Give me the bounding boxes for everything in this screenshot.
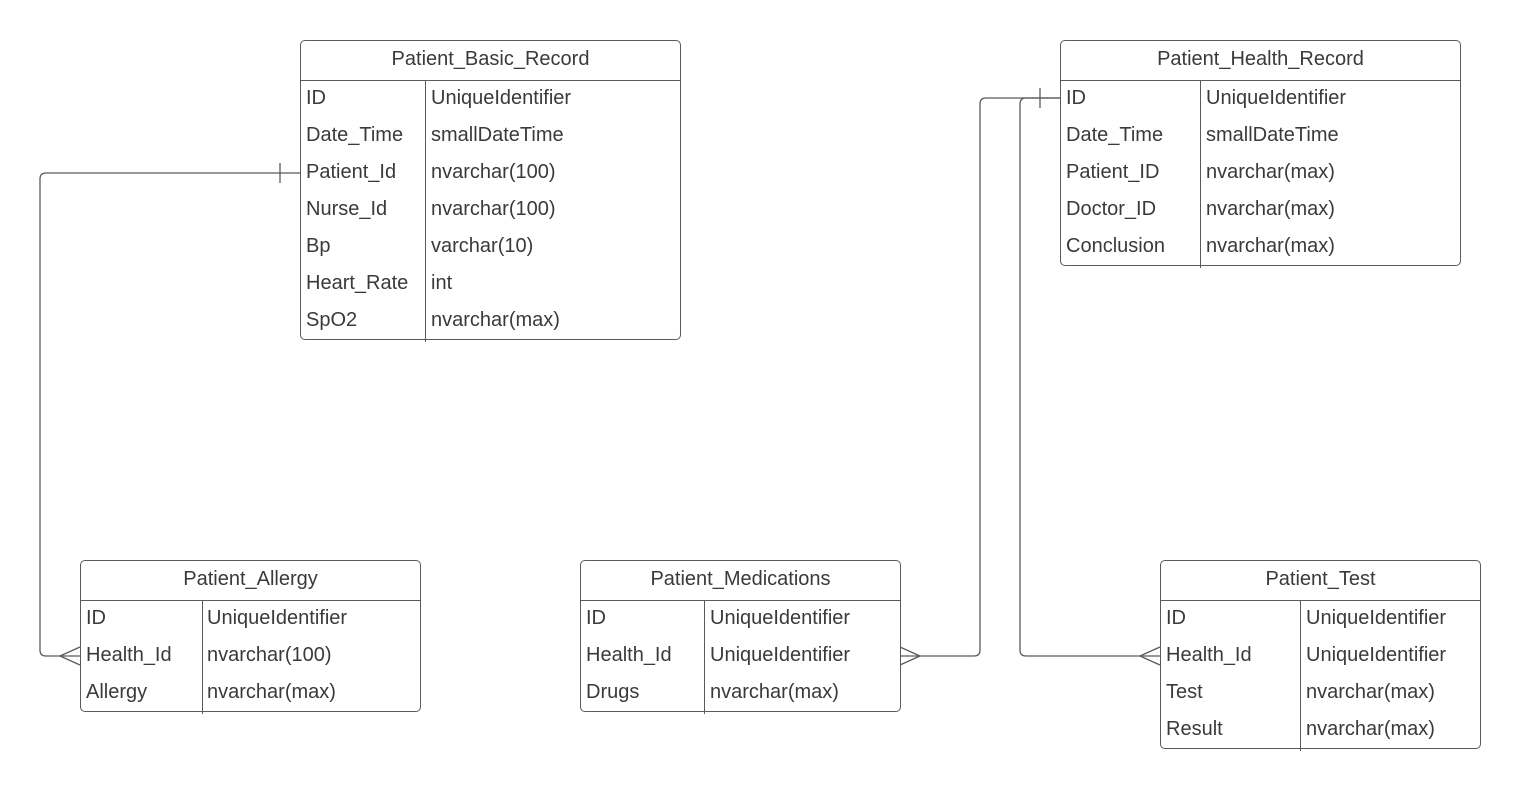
field-row-date-time[interactable]: Date_Time smallDateTime: [1061, 120, 1460, 157]
field-row-conclusion[interactable]: Conclusion nvarchar(max): [1061, 231, 1460, 268]
field-type: nvarchar(max): [1206, 198, 1335, 220]
field-name: SpO2: [306, 309, 358, 331]
field-row-nurse-id[interactable]: Nurse_Id nvarchar(100): [301, 194, 680, 231]
field-type: UniqueIdentifier: [1306, 607, 1447, 629]
field-name: ID: [306, 87, 326, 109]
field-type: smallDateTime: [431, 124, 564, 146]
field-type: nvarchar(max): [1206, 235, 1335, 257]
relationship-line-health-to-test[interactable]: [1019, 97, 1160, 657]
field-row-doctor-id[interactable]: Doctor_ID nvarchar(max): [1061, 194, 1460, 231]
many-marker-test: [1138, 646, 1161, 666]
field-type: nvarchar(max): [1206, 161, 1335, 183]
field-name: ID: [586, 607, 606, 629]
field-row-health-id[interactable]: Health_Id UniqueIdentifier: [581, 640, 900, 677]
field-name: Allergy: [86, 681, 148, 703]
field-row-drugs[interactable]: Drugs nvarchar(max): [581, 677, 900, 714]
entity-fields: ID UniqueIdentifier Date_Time smallDateTim…: [301, 81, 680, 342]
field-type: UniqueIdentifier: [431, 87, 572, 109]
entity-title: Patient_Health_Record: [1061, 41, 1460, 81]
field-type: nvarchar(max): [1306, 718, 1435, 740]
column-divider: [1300, 601, 1301, 751]
field-type: nvarchar(max): [431, 309, 560, 331]
field-name: ID: [1066, 87, 1086, 109]
field-name: Patient_ID: [1066, 161, 1160, 183]
field-name: Bp: [306, 235, 331, 257]
field-name: Nurse_Id: [306, 198, 388, 220]
field-name: Health_Id: [586, 644, 672, 666]
field-row-id[interactable]: ID UniqueIdentifier: [1161, 603, 1480, 640]
field-name: Health_Id: [86, 644, 172, 666]
field-name: ID: [1166, 607, 1186, 629]
field-row-result[interactable]: Result nvarchar(max): [1161, 714, 1480, 751]
field-type: smallDateTime: [1206, 124, 1339, 146]
relationship-line-health-to-meds[interactable]: [900, 97, 1060, 657]
field-row-spo2[interactable]: SpO2 nvarchar(max): [301, 305, 680, 342]
field-type: nvarchar(max): [710, 681, 839, 703]
field-row-health-id[interactable]: Health_Id nvarchar(100): [81, 640, 420, 677]
many-marker-meds: [899, 646, 922, 666]
field-row-allergy[interactable]: Allergy nvarchar(max): [81, 677, 420, 714]
field-name: Patient_Id: [306, 161, 397, 183]
field-name: Doctor_ID: [1066, 198, 1157, 220]
field-row-patient-id[interactable]: Patient_Id nvarchar(100): [301, 157, 680, 194]
entity-patient-test[interactable]: Patient_Test ID UniqueIdentifier Health_I…: [1160, 560, 1481, 751]
field-row-heart-rate[interactable]: Heart_Rate int: [301, 268, 680, 305]
entity-patient-basic-record[interactable]: Patient_Basic_Record ID UniqueIdentifier …: [300, 40, 681, 342]
field-name: Result: [1166, 718, 1223, 740]
field-type: UniqueIdentifier: [1306, 644, 1447, 666]
entity-patient-allergy[interactable]: Patient_Allergy ID UniqueIdentifier Healt…: [80, 560, 421, 714]
field-type: UniqueIdentifier: [710, 644, 851, 666]
entity-title: Patient_Medications: [581, 561, 900, 601]
field-type: UniqueIdentifier: [710, 607, 851, 629]
field-row-bp[interactable]: Bp varchar(10): [301, 231, 680, 268]
field-name: Test: [1166, 681, 1203, 703]
field-name: Health_Id: [1166, 644, 1252, 666]
field-name: ID: [86, 607, 106, 629]
field-row-date-time[interactable]: Date_Time smallDateTime: [301, 120, 680, 157]
field-name: Drugs: [586, 681, 640, 703]
field-type: nvarchar(100): [207, 644, 332, 666]
many-marker-allergy: [58, 646, 81, 666]
field-type: nvarchar(100): [431, 198, 556, 220]
field-type: int: [431, 272, 453, 294]
entity-title: Patient_Allergy: [81, 561, 420, 601]
field-row-id[interactable]: ID UniqueIdentifier: [1061, 83, 1460, 120]
entity-fields: ID UniqueIdentifier Health_Id UniqueIdenti…: [1161, 601, 1480, 751]
field-row-health-id[interactable]: Health_Id UniqueIdentifier: [1161, 640, 1480, 677]
entity-fields: ID UniqueIdentifier Health_Id UniqueIdenti…: [581, 601, 900, 714]
field-name: Conclusion: [1066, 235, 1165, 257]
field-name: Heart_Rate: [306, 272, 409, 294]
entity-fields: ID UniqueIdentifier Date_Time smallDateTim…: [1061, 81, 1460, 268]
entity-fields: ID UniqueIdentifier Health_Id nvarchar(100…: [81, 601, 420, 714]
column-divider: [704, 601, 705, 714]
field-type: UniqueIdentifier: [207, 607, 348, 629]
field-name: Date_Time: [1066, 124, 1164, 146]
field-row-patient-id[interactable]: Patient_ID nvarchar(max): [1061, 157, 1460, 194]
field-type: varchar(10): [431, 235, 534, 257]
field-row-id[interactable]: ID UniqueIdentifier: [581, 603, 900, 640]
column-divider: [425, 81, 426, 342]
column-divider: [202, 601, 203, 714]
field-row-id[interactable]: ID UniqueIdentifier: [301, 83, 680, 120]
field-row-test[interactable]: Test nvarchar(max): [1161, 677, 1480, 714]
relationship-line-basic-to-allergy[interactable]: [39, 172, 300, 657]
field-type: UniqueIdentifier: [1206, 87, 1347, 109]
field-row-id[interactable]: ID UniqueIdentifier: [81, 603, 420, 640]
entity-title: Patient_Basic_Record: [301, 41, 680, 81]
field-name: Date_Time: [306, 124, 404, 146]
field-type: nvarchar(100): [431, 161, 556, 183]
entity-patient-health-record[interactable]: Patient_Health_Record ID UniqueIdentifier…: [1060, 40, 1461, 268]
field-type: nvarchar(max): [207, 681, 336, 703]
entity-title: Patient_Test: [1161, 561, 1480, 601]
field-type: nvarchar(max): [1306, 681, 1435, 703]
column-divider: [1200, 81, 1201, 268]
entity-patient-medications[interactable]: Patient_Medications ID UniqueIdentifier H…: [580, 560, 901, 714]
